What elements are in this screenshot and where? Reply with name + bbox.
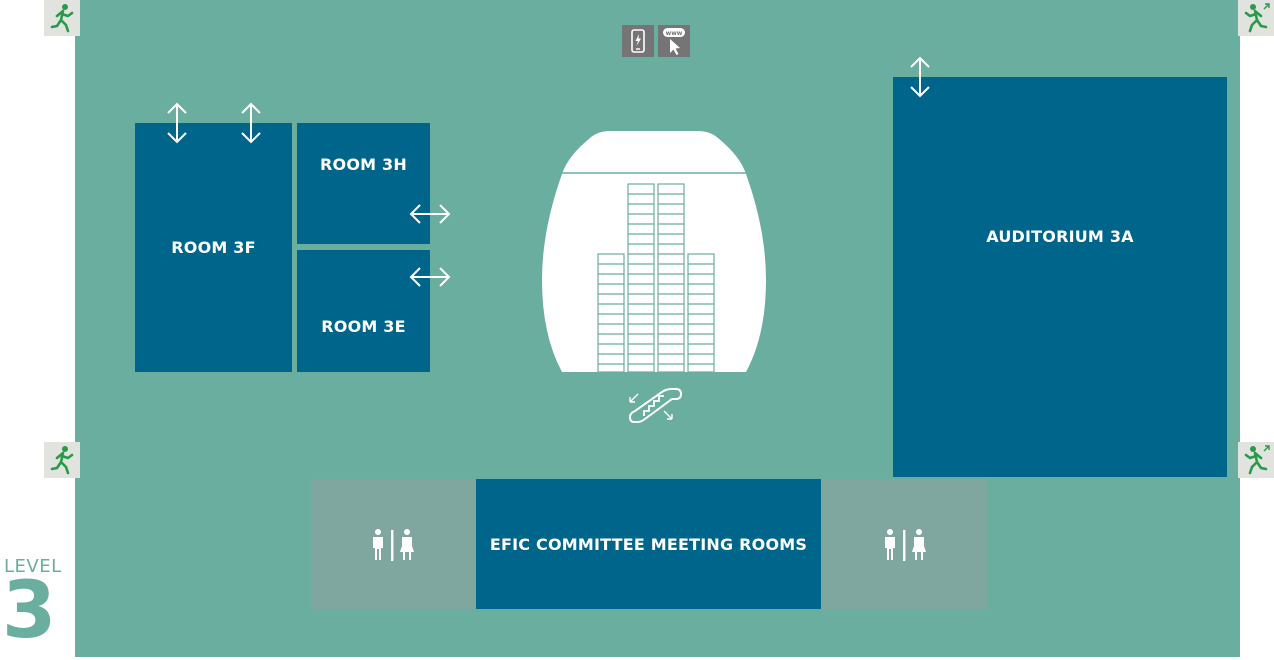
www-cursor-icon[interactable]: www [658,25,690,57]
level-label: LEVEL [4,556,62,577]
svg-text:www: www [666,30,683,37]
room-3h[interactable]: ROOM 3H [297,123,430,244]
room-3e[interactable]: ROOM 3E [297,250,430,372]
level-number: 3 [2,566,57,656]
double-arrow-icon [167,102,187,144]
room-label: ROOM 3F [171,238,256,257]
efic-committee-meeting-rooms[interactable]: EFIC COMMITTEE MEETING ROOMS [476,479,821,609]
double-arrow-icon [241,102,261,144]
room-label: AUDITORIUM 3A [986,227,1134,246]
phone-charging-icon[interactable] [622,25,654,57]
atrium-escalator-area[interactable] [540,130,768,374]
restroom-icon [373,529,414,561]
restroom-icon [885,529,926,561]
emergency-exit-icon [1238,0,1274,36]
room-label: EFIC COMMITTEE MEETING ROOMS [489,534,808,554]
room-label: ROOM 3E [321,317,406,336]
emergency-exit-icon [1238,442,1274,478]
double-arrow-icon [409,204,451,224]
emergency-exit-icon [44,0,80,36]
restroom-area-right[interactable] [821,479,987,609]
room-3f[interactable]: ROOM 3F [135,123,292,372]
escalator-icon [628,388,683,423]
emergency-exit-icon [44,442,80,478]
room-label: ROOM 3H [320,155,407,174]
double-arrow-icon [409,267,451,287]
double-arrow-icon [910,56,930,98]
auditorium-3a[interactable]: AUDITORIUM 3A [893,77,1227,477]
restroom-area-left[interactable] [311,479,476,609]
